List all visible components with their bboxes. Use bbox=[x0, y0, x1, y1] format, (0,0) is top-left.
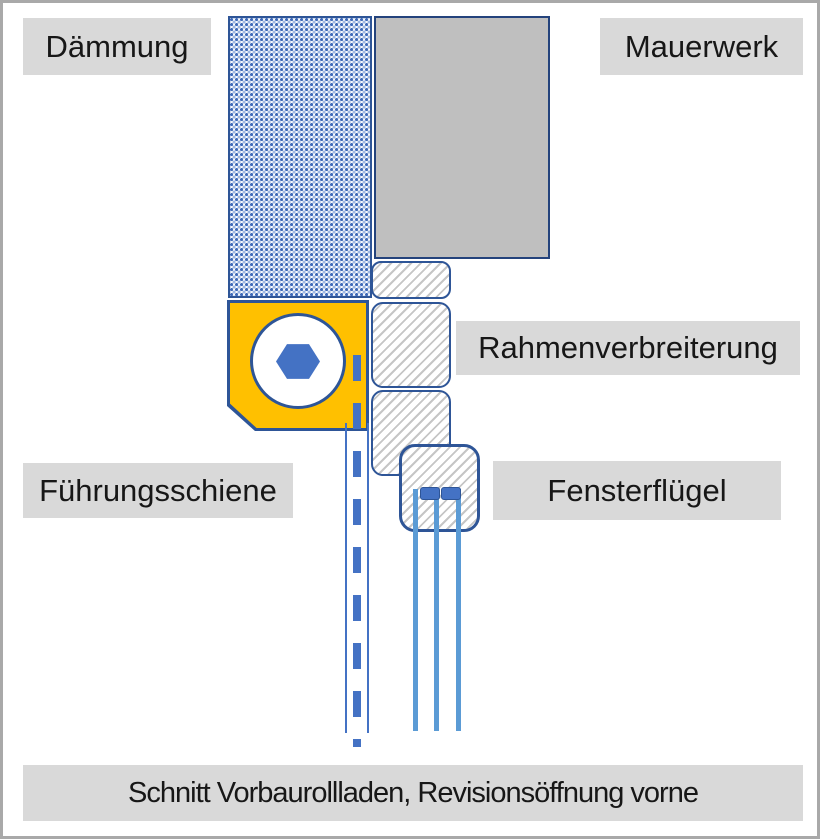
label-rahmenverbreiterung: Rahmenverbreiterung bbox=[456, 321, 800, 375]
glass-pane-line-1 bbox=[413, 489, 418, 731]
glass-pane-line-2 bbox=[434, 489, 439, 731]
glazing-bead-left bbox=[420, 487, 440, 500]
window-sash bbox=[399, 444, 480, 532]
glazing-bead-right bbox=[441, 487, 461, 500]
masonry-block bbox=[374, 16, 550, 259]
glass-pane-line-3 bbox=[456, 489, 461, 731]
label-daemmung: Dämmung bbox=[23, 18, 211, 75]
guide-rail-line-right bbox=[367, 423, 369, 733]
axle-hexagon-icon bbox=[276, 344, 320, 379]
label-fensterfluegel: Fensterflügel bbox=[493, 461, 781, 520]
frame-extension-segment-2 bbox=[371, 302, 451, 388]
frame-extension-segment-1 bbox=[371, 261, 451, 299]
label-mauerwerk: Mauerwerk bbox=[600, 18, 803, 75]
shutter-curtain-dashed-line bbox=[353, 355, 361, 747]
guide-rail-line-left bbox=[345, 423, 347, 733]
label-fuehrungsschiene: Führungsschiene bbox=[23, 463, 293, 518]
caption-bar: Schnitt Vorbaurollladen, Revisionsöffnun… bbox=[23, 765, 803, 821]
frame-extension-segment-3 bbox=[371, 390, 451, 476]
insulation-block bbox=[228, 16, 372, 298]
